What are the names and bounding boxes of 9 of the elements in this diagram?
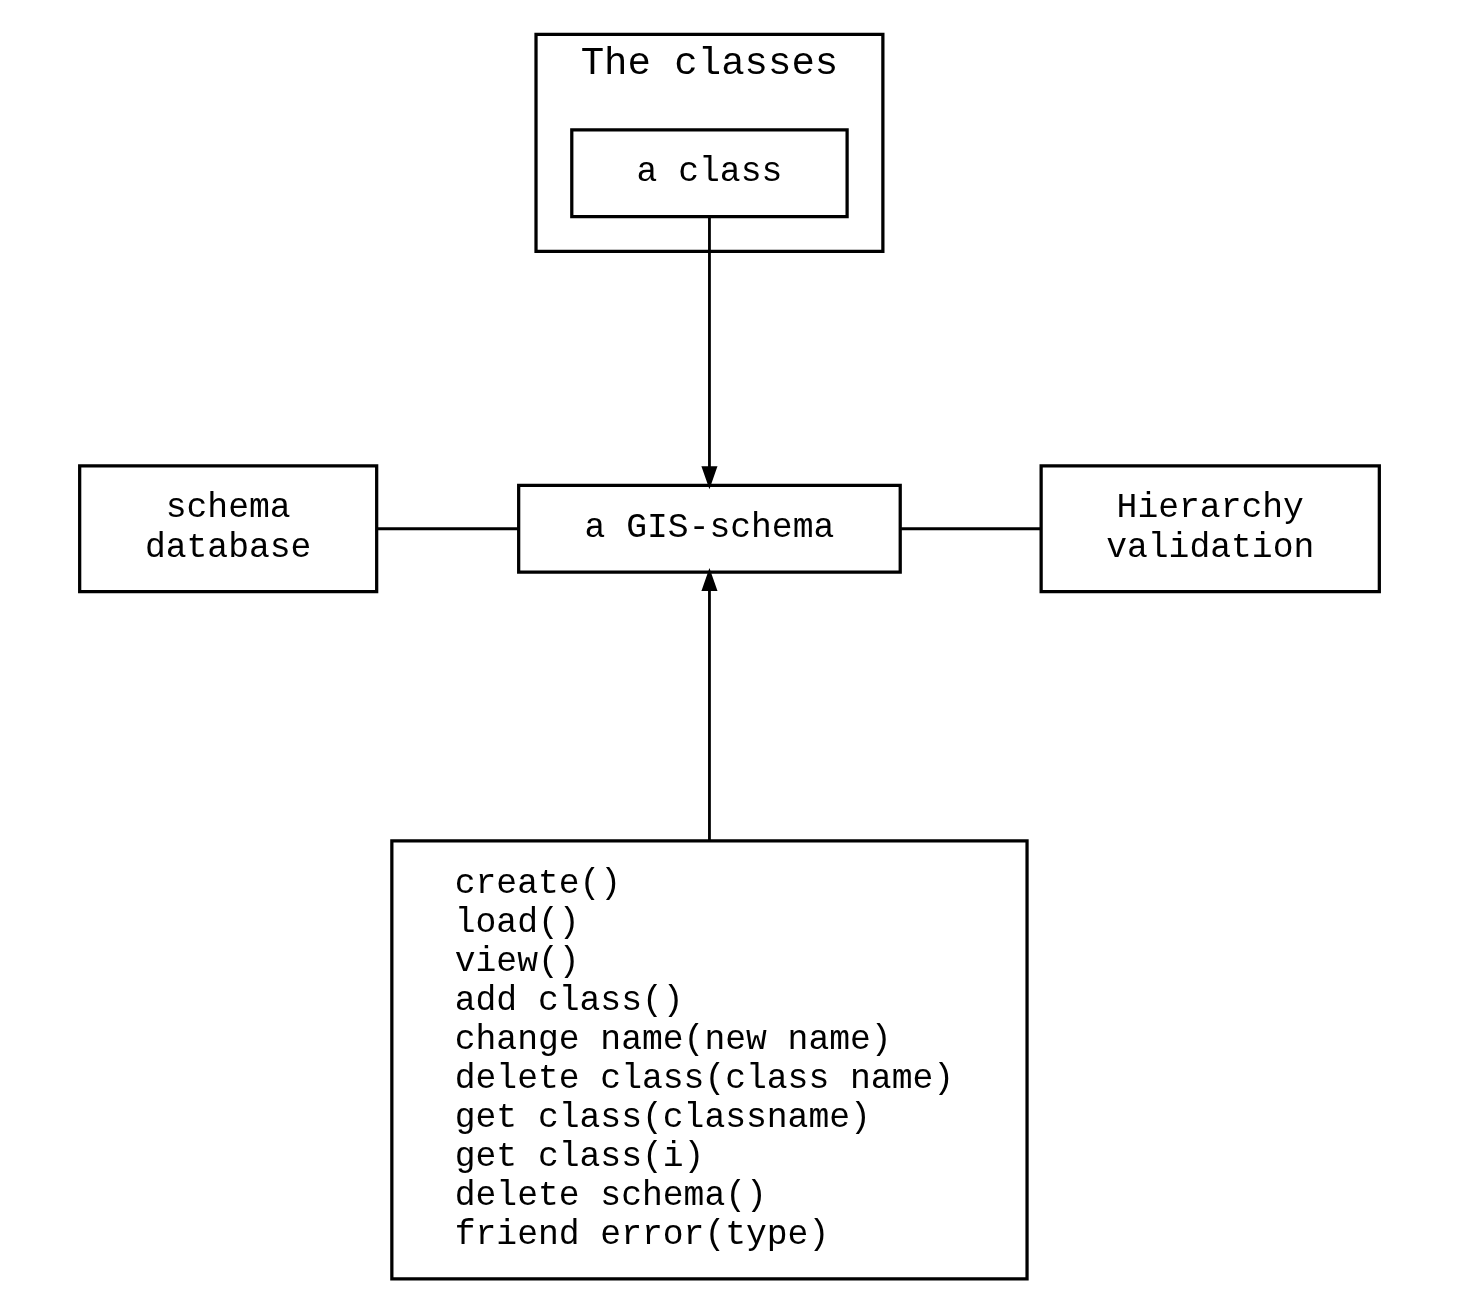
node-box: a GIS-schema: [517, 483, 902, 574]
node-box: create() load() view() add class() change name(new name) delete class(class name) get class(classname) get class(i) delete schema() friend error(type): [390, 839, 1029, 1281]
node-box: Hierarchy validation: [1039, 464, 1381, 594]
node-box: schema database: [78, 464, 379, 594]
arrow: [701, 217, 718, 490]
node-box: a class: [570, 128, 849, 219]
connector: [901, 527, 1041, 531]
connector: [376, 527, 519, 531]
arrow: [701, 568, 718, 841]
